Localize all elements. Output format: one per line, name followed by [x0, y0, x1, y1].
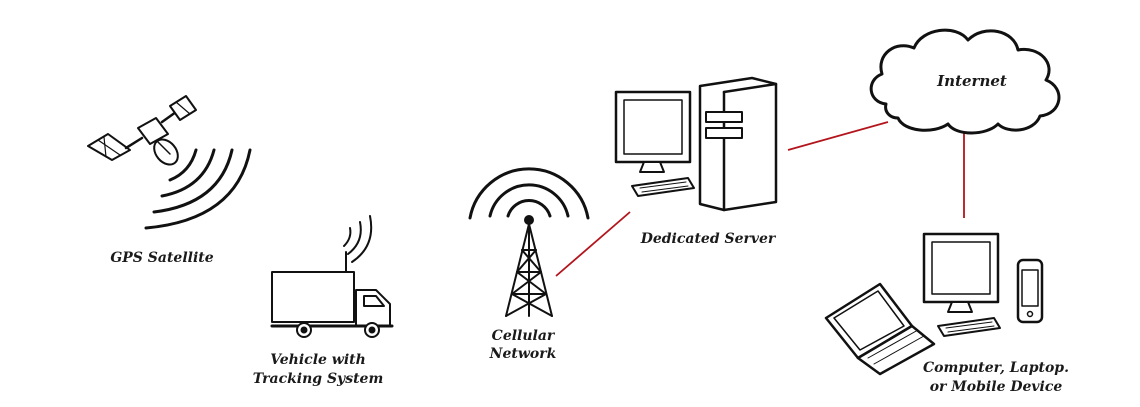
internet: Internet — [869, 28, 1061, 135]
client-devices: Computer, Laptop. or Mobile Device — [824, 232, 1069, 395]
server-tower-icon — [698, 76, 778, 212]
dedicated-server: Dedicated Server — [614, 76, 778, 247]
internet-label: Internet — [936, 72, 1007, 90]
truck-icon — [270, 251, 394, 338]
tower-beacon — [524, 215, 534, 225]
signal-waves-icon — [468, 167, 590, 220]
keyboard-icon — [937, 317, 1001, 337]
client-devices-label-line2: or Mobile Device — [930, 379, 1063, 395]
connections — [555, 121, 965, 277]
desktop-monitor-icon — [614, 90, 692, 173]
laptop-icon — [824, 282, 936, 376]
link-server-to-internet — [787, 121, 889, 151]
gps-satellite: GPS Satellite — [87, 95, 252, 266]
cellular-label-line2: Network — [489, 346, 557, 362]
signal-waves-icon — [343, 215, 373, 263]
client-devices-label-line1: Computer, Laptop. — [923, 360, 1069, 376]
cloud-icon — [869, 28, 1061, 135]
desktop-monitor-icon — [922, 232, 1000, 313]
keyboard-icon — [631, 177, 695, 197]
link-cellular-to-server — [555, 211, 631, 277]
vehicle-label-line1: Vehicle with — [270, 352, 366, 368]
vehicle-label-line2: Tracking System — [253, 371, 384, 387]
cellular-label-line1: Cellular — [492, 328, 556, 344]
satellite-icon — [87, 95, 197, 166]
dedicated-server-label: Dedicated Server — [640, 231, 777, 247]
cellular-network: Cellular Network — [468, 167, 590, 362]
gps-satellite-label: GPS Satellite — [110, 250, 213, 266]
mobile-phone-icon — [1016, 258, 1044, 324]
signal-waves-icon — [144, 148, 252, 230]
vehicle: Vehicle with Tracking System — [253, 215, 394, 387]
cell-tower-icon — [505, 223, 553, 317]
